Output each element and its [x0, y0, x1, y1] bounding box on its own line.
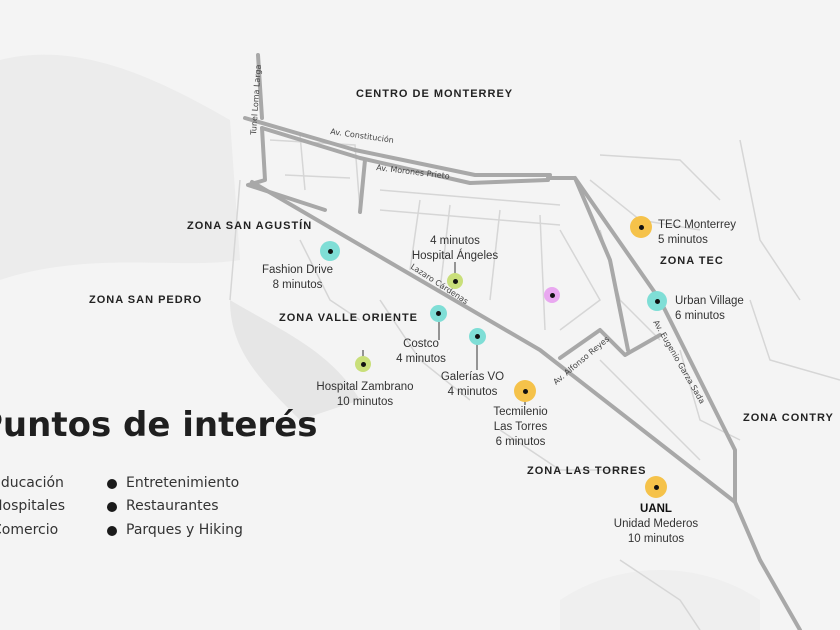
marker-tec-monterrey[interactable] [630, 216, 652, 238]
legend-item-hospitals: Hospitales [0, 498, 66, 514]
zone-valle-oriente-label: ZONA VALLE ORIENTE [279, 312, 418, 324]
legend-item-entertainment: Entretenimiento [126, 475, 240, 491]
road-garza-sada [546, 176, 802, 630]
marker-hospital-zambrano[interactable] [355, 356, 371, 372]
poi-label-tecmilenio: Tecmilenio Las Torres 6 minutos [478, 405, 563, 450]
marker-galerias-vo[interactable] [469, 328, 486, 345]
poi-name: UANL [640, 503, 672, 515]
road-constitucion [243, 116, 552, 177]
legend-dot-restaurants [107, 502, 117, 512]
poi-label-zambrano: Hospital Zambrano 10 minutos [300, 380, 430, 410]
marker-costco[interactable] [430, 305, 447, 322]
poi-time: 6 minutos [675, 310, 725, 322]
street-label-garza-sada: Av. Eugenio Garza Sada [651, 319, 706, 406]
poi-label-fashion: Fashion Drive 8 minutos [250, 263, 345, 293]
legend-dot-entertainment [107, 479, 117, 489]
road-lazaro [250, 180, 737, 504]
zone-las-torres-label: ZONA LAS TORRES [527, 465, 647, 477]
poi-label-galerias: Galerías VO 4 minutos [430, 370, 515, 400]
legend-item-commerce: Comercio [0, 522, 59, 538]
poi-label-angeles: 4 minutos Hospital Ángeles [400, 234, 510, 264]
minor-streets [229, 134, 840, 630]
street-label-constitucion: Av. Constitución [330, 126, 395, 145]
road-eastern [573, 176, 630, 352]
poi-name: Fashion Drive [262, 264, 333, 276]
marker-hospital-angeles[interactable] [447, 273, 463, 289]
poi-time: 4 minutos [430, 235, 480, 247]
legend-item-education: Educación [0, 475, 64, 491]
main-roads [243, 53, 802, 630]
road-tunel [256, 53, 264, 120]
poi-time: 10 minutos [336, 396, 394, 408]
poi-time: 10 minutos [627, 533, 685, 545]
terrain-shading [0, 54, 760, 630]
marker-uanl[interactable] [645, 476, 667, 498]
marker-urban-village[interactable] [647, 291, 667, 311]
poi-time: 4 minutos [396, 353, 446, 365]
poi-time: 6 minutos [495, 436, 546, 448]
legend-title: Puntos de interés [0, 405, 318, 445]
poi-name: Urban Village [675, 295, 744, 307]
poi-name2: Unidad Mederos [613, 518, 699, 530]
poi-label-tec: TEC Monterrey 5 minutos [658, 218, 736, 248]
poi-time: 8 minutos [272, 279, 323, 291]
road-constitucion-parallel [260, 126, 550, 185]
zone-san-pedro-label: ZONA SAN PEDRO [89, 294, 203, 306]
zone-centro-label: CENTRO DE MONTERREY [356, 88, 514, 100]
marker-entertainment[interactable] [544, 287, 560, 303]
marker-tecmilenio[interactable] [514, 380, 536, 402]
poi-time: 5 minutos [658, 234, 708, 246]
poi-name2: Las Torres [493, 421, 548, 433]
poi-label-urban: Urban Village 6 minutos [675, 294, 744, 324]
poi-name: Hospital Ángeles [411, 250, 499, 262]
poi-label-uanl: UANL Unidad Mederos 10 minutos [600, 502, 712, 547]
zone-contry-label: ZONA CONTRY [743, 412, 834, 424]
legend-dot-parks [107, 526, 117, 536]
poi-name: TEC Monterrey [658, 219, 736, 231]
legend-item-restaurants: Restaurantes [126, 498, 219, 514]
legend-item-parks: Parques y Hiking [126, 522, 243, 538]
poi-label-costco: Costco 4 minutos [385, 337, 457, 367]
poi-name: Costco [403, 338, 439, 350]
marker-fashion-drive[interactable] [320, 241, 340, 261]
poi-name: Galerías VO [440, 371, 505, 383]
poi-time: 4 minutos [447, 386, 498, 398]
road-morones [358, 158, 367, 214]
zone-tec-label: ZONA TEC [660, 255, 724, 267]
zone-san-agustin-label: ZONA SAN AGUSTÍN [187, 220, 313, 232]
poi-name: Hospital Zambrano [316, 381, 414, 393]
road-alfonso [558, 328, 662, 360]
poi-name: Tecmilenio [493, 406, 548, 418]
